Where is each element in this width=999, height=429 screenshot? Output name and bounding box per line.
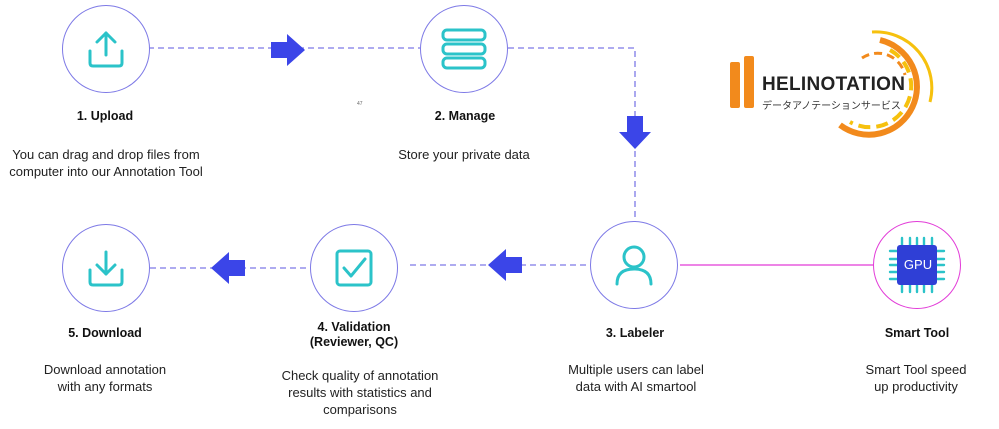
- desc-line: with any formats: [57, 379, 153, 394]
- validation-title: 4. Validation (Reviewer, QC): [294, 320, 414, 350]
- upload-title: 1. Upload: [76, 109, 134, 123]
- desc-line: data with AI smartool: [575, 379, 697, 394]
- arrow-left-icon: [488, 249, 522, 281]
- stray-mark: 47: [357, 101, 363, 107]
- upload-description: You can drag and drop files from compute…: [0, 146, 212, 180]
- desc-line: results with statistics and: [288, 385, 432, 400]
- logo-sun-icon: [730, 30, 934, 138]
- desc-line: Multiple users can label: [568, 362, 704, 377]
- validation-node: [310, 224, 398, 312]
- manage-node: [420, 5, 508, 93]
- checkbox-icon: [335, 249, 373, 287]
- smart-tool-node: GPU: [873, 221, 961, 309]
- download-description: Download annotation with any formats: [10, 361, 200, 395]
- helinotation-logo: HELINOTATION データアノテーションサービス: [730, 30, 945, 145]
- desc-line: Download annotation: [43, 362, 167, 377]
- arrow-down-icon: [619, 116, 651, 149]
- desc-line: comparisons: [323, 402, 397, 417]
- gpu-chip-label: GPU: [903, 257, 933, 272]
- smart-tool-description: Smart Tool speed up productivity: [836, 361, 996, 395]
- user-icon: [615, 245, 653, 286]
- download-node: [62, 224, 150, 312]
- desc-line: Check quality of annotation: [281, 368, 439, 383]
- desc-line: computer into our Annotation Tool: [9, 164, 203, 179]
- gpu-chip-icon: [888, 236, 946, 294]
- title-line: (Reviewer, QC): [309, 335, 399, 349]
- logo-tagline: データアノテーションサービス: [762, 101, 901, 112]
- smart-tool-title: Smart Tool: [884, 326, 950, 340]
- labeler-description: Multiple users can label data with AI sm…: [552, 361, 720, 395]
- upload-node: [62, 5, 150, 93]
- upload-icon: [88, 31, 124, 68]
- manage-description: Store your private data: [370, 146, 558, 163]
- title-line: 4. Validation: [317, 320, 391, 334]
- manage-title: 2. Manage: [434, 109, 496, 123]
- logo-name: HELINOTATION: [762, 74, 906, 95]
- validation-description: Check quality of annotation results with…: [262, 367, 458, 418]
- desc-line: up productivity: [874, 379, 958, 394]
- database-list-icon: [441, 28, 487, 70]
- manage-labeler-connector: [508, 47, 636, 225]
- arrow-right-icon: [271, 34, 305, 66]
- arrow-left-icon: [211, 252, 245, 284]
- desc-line: You can drag and drop files from: [12, 147, 200, 162]
- desc-line: Smart Tool speed: [865, 362, 967, 377]
- labeler-title: 3. Labeler: [605, 326, 665, 340]
- desc-line: Store your private data: [398, 147, 530, 162]
- labeler-node: [590, 221, 678, 309]
- download-icon: [88, 250, 124, 287]
- download-title: 5. Download: [68, 326, 142, 340]
